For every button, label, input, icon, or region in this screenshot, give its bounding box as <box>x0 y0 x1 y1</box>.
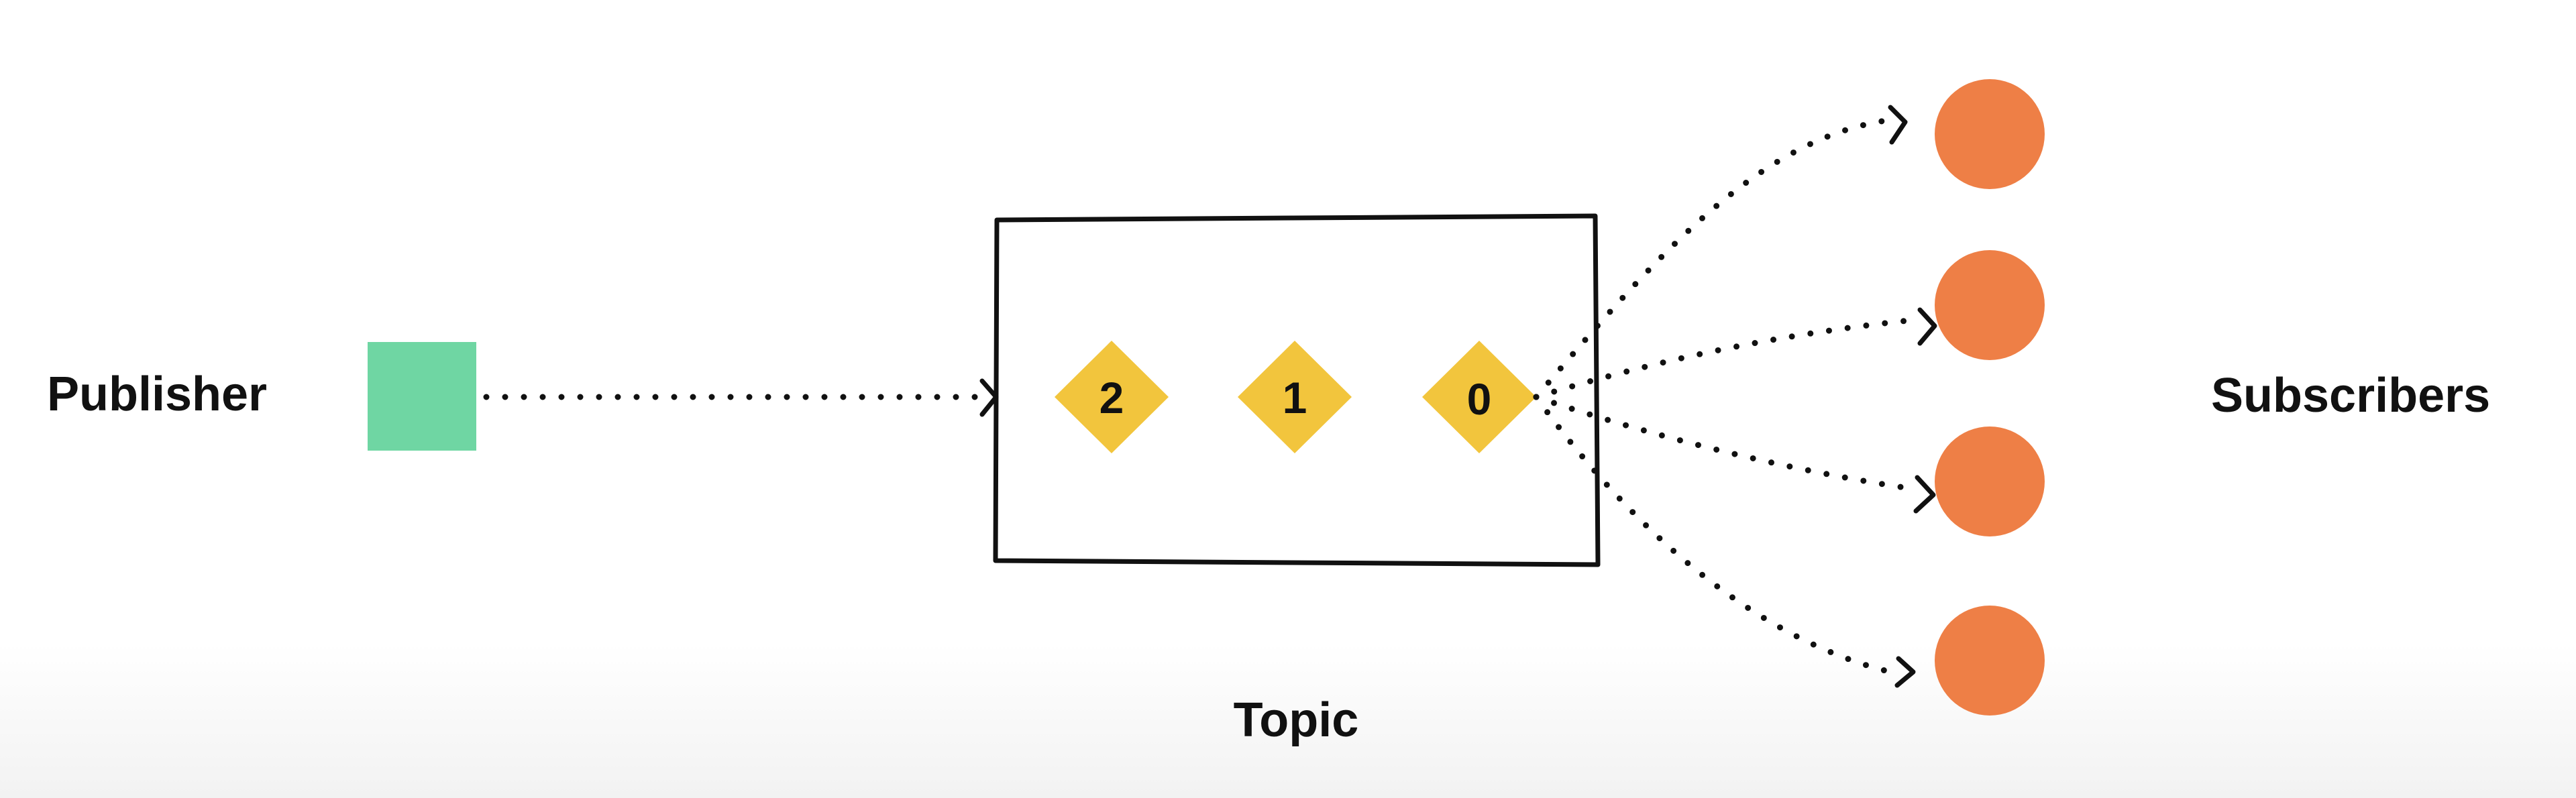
subscriber-node-2 <box>1935 250 2045 360</box>
message-diamond <box>1238 341 1352 453</box>
topic-label: Topic <box>1234 693 1359 747</box>
fanout-arrowhead-2 <box>1917 307 1937 346</box>
subscriber-node-3 <box>1935 426 2045 536</box>
fanout-connector-4 <box>1533 394 1888 674</box>
publisher-node <box>368 342 476 451</box>
message-value: 0 <box>1467 374 1492 424</box>
subscriber-node-4 <box>1935 606 2045 716</box>
message-diamond <box>1422 341 1536 453</box>
subscribers-label: Subscribers <box>2211 369 2490 422</box>
subscriber-node-1 <box>1935 79 2045 189</box>
topic-box <box>993 213 1601 567</box>
message-0: 0 <box>1422 341 1536 453</box>
fanout-connector-3 <box>1533 394 1912 492</box>
message-value: 1 <box>1283 373 1307 422</box>
message-2: 2 <box>1055 341 1169 453</box>
fanout-arrowhead-4 <box>1894 656 1916 688</box>
fanout-connector-2 <box>1533 317 1912 400</box>
message-diamond <box>1055 341 1169 453</box>
message-value: 2 <box>1099 373 1124 422</box>
fanout-arrowhead-3 <box>1913 475 1936 514</box>
fanout-arrowhead-1 <box>1888 105 1908 145</box>
message-1: 1 <box>1238 341 1352 453</box>
publisher-label: Publisher <box>47 367 267 421</box>
fanout-connector-1 <box>1533 117 1888 400</box>
